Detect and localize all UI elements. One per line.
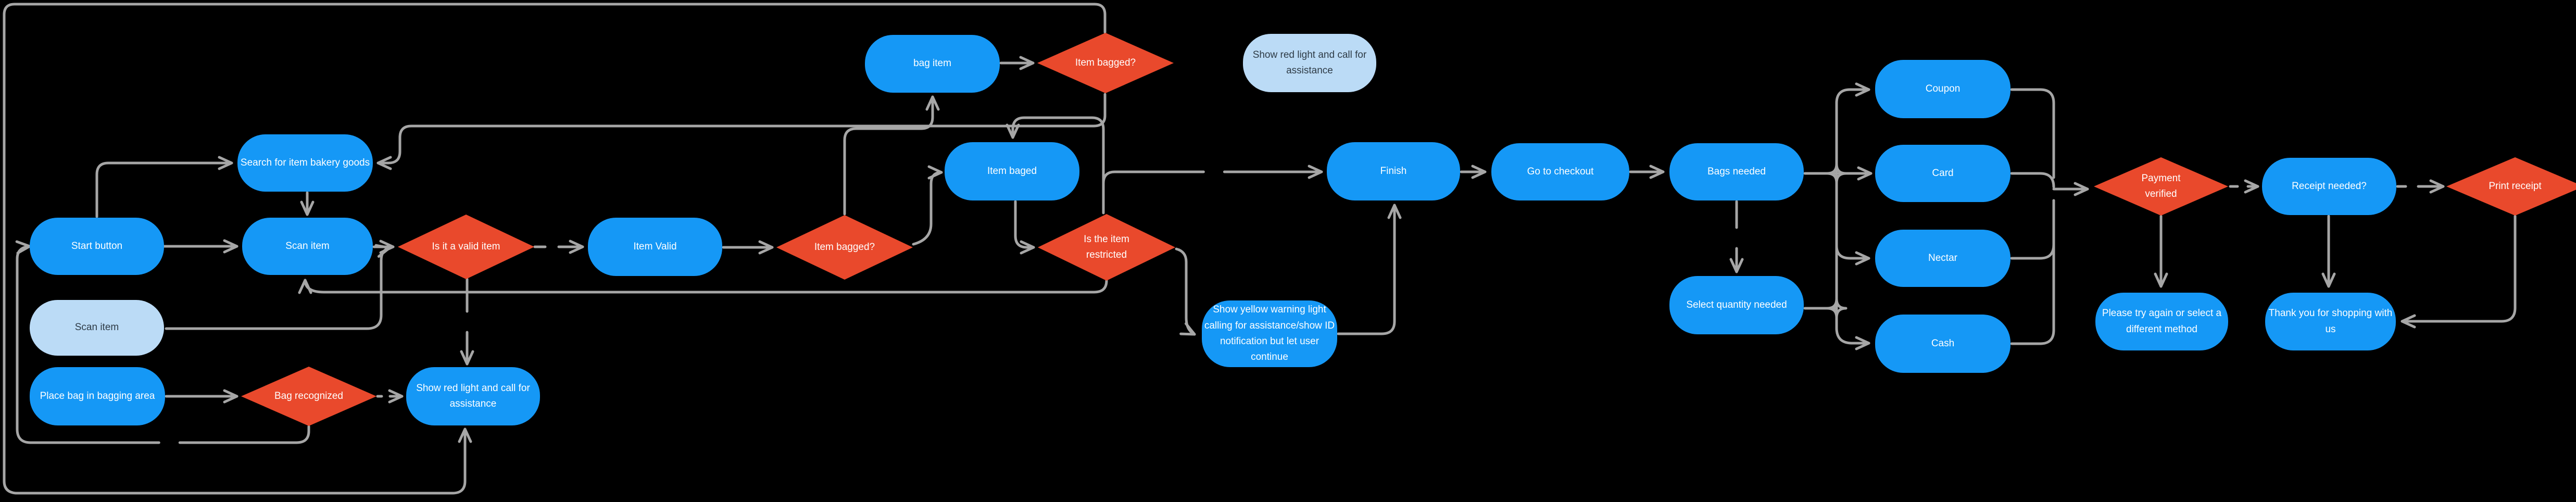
place-bag-in-bagging-area-label: Place bag in bagging area [40, 390, 155, 401]
item-bagged-top-label: Item bagged? [1075, 57, 1136, 68]
connector-payment-options-bus-to-payment-options-bus[interactable] [1826, 162, 1848, 184]
show-red-light-assistance-node[interactable]: Show red light and call for assistance [406, 367, 540, 425]
connector-payment-options-bus-to-payment-options-bus[interactable] [1826, 297, 1848, 319]
is-it-a-valid-item-node[interactable]: Is it a valid item [398, 215, 534, 279]
item-baged-node[interactable]: Item baged [945, 142, 1079, 200]
coupon-node[interactable]: Coupon [1875, 60, 2010, 118]
start-button-label: Start button [71, 240, 123, 252]
connector-cash-to-payment-verified-bus[interactable] [2010, 199, 2055, 345]
payment-verified-label: Payment verified [2141, 172, 2181, 199]
finish-node[interactable]: Finish [1327, 142, 1460, 200]
connector-is-the-item-restricted-to-show-yellow-warning[interactable] [1175, 247, 1196, 336]
please-try-again-label: Please try again or select a different m… [2102, 308, 2222, 335]
card-label: Card [1932, 167, 1954, 179]
finish-label: Finish [1380, 165, 1407, 177]
scan-item-node[interactable]: Scan item [242, 218, 373, 275]
scan-item-label: Scan item [285, 240, 330, 252]
connector-card-to-payment-verified-bus[interactable] [2010, 172, 2055, 189]
connector-group [3, 3, 2517, 495]
scan-item-note-label: Scan item [74, 322, 119, 333]
select-quantity-needed-label: Select quantity needed [1686, 299, 1787, 310]
show-yellow-warning-node[interactable]: Show yellow warning light calling for as… [1202, 300, 1337, 367]
connector-item-bagged-mid-to-item-baged[interactable] [912, 165, 943, 246]
card-node[interactable]: Card [1875, 145, 2010, 202]
connector-scan-item-note-to-is-it-a-valid-item[interactable] [165, 244, 391, 330]
show-yellow-warning-label: Show yellow warning light calling for as… [1204, 304, 1335, 363]
connector-payment-options-bus-to-cash[interactable] [1835, 327, 1870, 350]
search-for-item-bakery-goods-label: Search for item bakery goods [240, 157, 370, 168]
item-valid-label: Item Valid [633, 241, 677, 252]
connector-payment-options-bus-to-nectar[interactable] [1835, 244, 1870, 266]
coupon-label: Coupon [1925, 83, 1961, 94]
connector-print-receipt-to-thank-you[interactable] [2401, 215, 2517, 329]
item-bagged-top-node[interactable]: Item bagged? [1037, 33, 1174, 93]
bag-recognized-label: Bag recognized [274, 390, 344, 401]
connector-start-button-to-search-for-item-bakery-goods[interactable] [95, 156, 233, 218]
receipt-needed-node[interactable]: Receipt needed? [2262, 158, 2396, 215]
cash-label: Cash [1931, 337, 1955, 349]
show-red-light-note-label: Show red light and call for assistance [1252, 49, 1367, 76]
bag-item-node[interactable]: bag item [865, 35, 1000, 93]
item-bagged-mid-label: Item bagged? [814, 241, 875, 253]
show-red-light-assistance-label: Show red light and call for assistance [416, 382, 530, 409]
nectar-label: Nectar [1928, 252, 1957, 263]
bags-needed-label: Bags needed [1707, 166, 1766, 177]
connector-show-yellow-warning-to-finish[interactable] [1337, 204, 1402, 335]
receipt-needed-label: Receipt needed? [2292, 180, 2367, 192]
nectar-node[interactable]: Nectar [1875, 230, 2010, 287]
cash-node[interactable]: Cash [1875, 315, 2010, 373]
payment-verified-node[interactable]: Payment verified [2094, 157, 2228, 216]
scan-item-note-node[interactable]: Scan item [30, 300, 164, 356]
thank-you-label: Thank you for shopping with us [2268, 308, 2393, 335]
bag-recognized-node[interactable]: Bag recognized [241, 367, 376, 426]
go-to-checkout-label: Go to checkout [1527, 166, 1594, 177]
go-to-checkout-node[interactable]: Go to checkout [1491, 143, 1629, 200]
thank-you-node[interactable]: Thank you for shopping with us [2265, 293, 2396, 350]
show-red-light-note-node[interactable]: Show red light and call for assistance [1243, 34, 1376, 92]
bags-needed-node[interactable]: Bags needed [1669, 143, 1804, 200]
connector-bag-recognized-to-start-button[interactable] [15, 240, 310, 444]
please-try-again-node[interactable]: Please try again or select a different m… [2095, 293, 2228, 350]
start-button-node[interactable]: Start button [30, 218, 164, 275]
connector-item-baged-to-is-the-item-restricted[interactable] [1014, 200, 1035, 255]
place-bag-in-bagging-area-node[interactable]: Place bag in bagging area [30, 367, 165, 425]
is-it-a-valid-item-label: Is it a valid item [432, 241, 500, 252]
print-receipt-label: Print receipt [2489, 180, 2542, 192]
item-bagged-mid-node[interactable]: Item bagged? [776, 215, 913, 280]
connector-payment-options-bus-to-coupon[interactable] [1835, 82, 1870, 105]
is-the-item-restricted-node[interactable]: Is the item restricted [1038, 214, 1175, 281]
search-for-item-bakery-goods-node[interactable]: Search for item bakery goods [237, 134, 373, 192]
connector-coupon-to-payment-verified-bus[interactable] [2010, 88, 2055, 179]
connector-item-bagged-top-to-show-red-light-assistance[interactable] [3, 3, 1107, 495]
connector-is-the-item-restricted-to-scan-item[interactable] [298, 279, 1108, 294]
item-valid-node[interactable]: Item Valid [588, 218, 722, 276]
is-the-item-restricted-label: Is the item restricted [1084, 233, 1129, 260]
item-baged-label: Item baged [987, 165, 1037, 177]
print-receipt-node[interactable]: Print receipt [2446, 157, 2576, 216]
bag-item-label: bag item [913, 58, 951, 69]
connector-item-bagged-mid-to-bag-item[interactable] [843, 95, 940, 216]
connector-is-the-item-restricted-to-item-baged[interactable] [1006, 116, 1105, 185]
select-quantity-needed-node[interactable]: Select quantity needed [1669, 276, 1804, 334]
